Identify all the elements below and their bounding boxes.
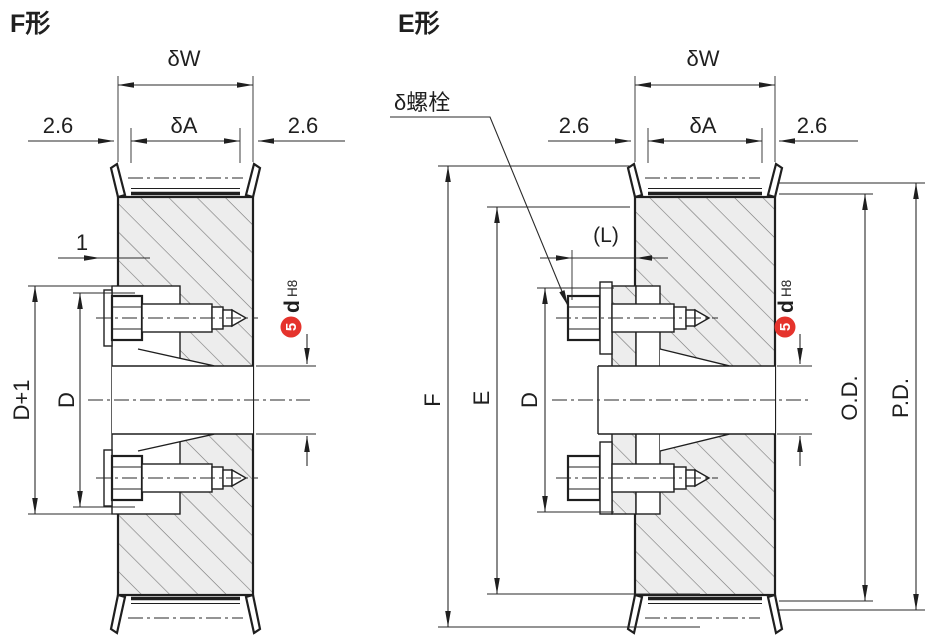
f-step-label: 1 bbox=[76, 230, 88, 255]
e-hub-dia-label: D bbox=[517, 392, 542, 408]
f-dim-hub-dia: D bbox=[54, 292, 135, 508]
e-flange-dia-label: F bbox=[420, 393, 445, 406]
f-centerlines bbox=[88, 177, 310, 619]
f-belt-flanges bbox=[109, 162, 262, 635]
f-hub-dia-label: D bbox=[54, 392, 79, 408]
e-delta-a-label: δA bbox=[690, 113, 717, 138]
f-offset-right-label: 2.6 bbox=[288, 113, 319, 138]
e-belt-flanges bbox=[626, 162, 784, 635]
e-bore-fit-label: H8 bbox=[779, 280, 794, 297]
f-bore-dia-label: d bbox=[281, 300, 304, 313]
e-bore-ref-number: 5 bbox=[777, 323, 794, 331]
pulley-e-section: E形 bbox=[390, 10, 925, 635]
f-dim-offset-left: 2.6 bbox=[28, 113, 114, 144]
f-offset-left-label: 2.6 bbox=[43, 113, 74, 138]
f-dim-bore: 5 d H8 bbox=[256, 280, 316, 466]
f-dim-step: 1 bbox=[58, 230, 150, 261]
e-dim-offset-right: 2.6 bbox=[779, 113, 858, 144]
e-outside-dia-label: O.D. bbox=[837, 375, 862, 420]
f-type-title: F形 bbox=[10, 10, 50, 38]
e-dim-groove-width: δA bbox=[647, 113, 763, 163]
e-offset-left-label: 2.6 bbox=[559, 113, 590, 138]
e-centerlines bbox=[552, 177, 810, 619]
e-hub-projection-label: (L) bbox=[593, 224, 619, 247]
e-pitch-dia-label: P.D. bbox=[888, 378, 913, 418]
f-delta-a-label: δA bbox=[171, 113, 198, 138]
e-delta-w-label: δW bbox=[686, 46, 719, 71]
e-dim-hub-projection: (L) bbox=[540, 224, 668, 300]
e-dim-outside-dia: O.D. bbox=[779, 193, 873, 602]
e-bore-ref-badge bbox=[774, 316, 796, 338]
f-bore-fit-label: H8 bbox=[285, 280, 300, 297]
e-dim-pitch-dia: P.D. bbox=[779, 182, 925, 611]
f-delta-w-label: δW bbox=[167, 46, 200, 71]
e-dim-body-dia: E bbox=[469, 206, 700, 595]
f-dim-top-width: δW bbox=[117, 46, 254, 162]
e-dim-top-width: δW bbox=[634, 46, 776, 162]
f-recess-dia-label: D+1 bbox=[9, 380, 34, 421]
e-body-dia-label: E bbox=[469, 391, 494, 406]
f-bore-ref-number: 5 bbox=[283, 323, 300, 331]
e-dim-hub-dia: D bbox=[517, 287, 614, 513]
f-dim-recess-dia: D+1 bbox=[9, 285, 116, 515]
f-bore-ref-badge bbox=[280, 316, 302, 338]
e-dim-bore: 5 d H8 bbox=[774, 280, 812, 466]
f-dim-groove-width: δA bbox=[130, 113, 241, 163]
e-bore-dia-label: d bbox=[775, 300, 798, 313]
pulley-f-section: F形 bbox=[9, 10, 345, 635]
e-offset-right-label: 2.6 bbox=[797, 113, 828, 138]
e-bolt-callout-label: δ螺栓 bbox=[394, 90, 450, 115]
e-dim-offset-left: 2.6 bbox=[548, 113, 631, 144]
e-type-title: E形 bbox=[398, 10, 440, 38]
f-dim-offset-right: 2.6 bbox=[258, 113, 345, 144]
e-dim-flange-dia: F bbox=[420, 165, 700, 628]
e-bolt-callout: δ螺栓 bbox=[390, 90, 569, 307]
